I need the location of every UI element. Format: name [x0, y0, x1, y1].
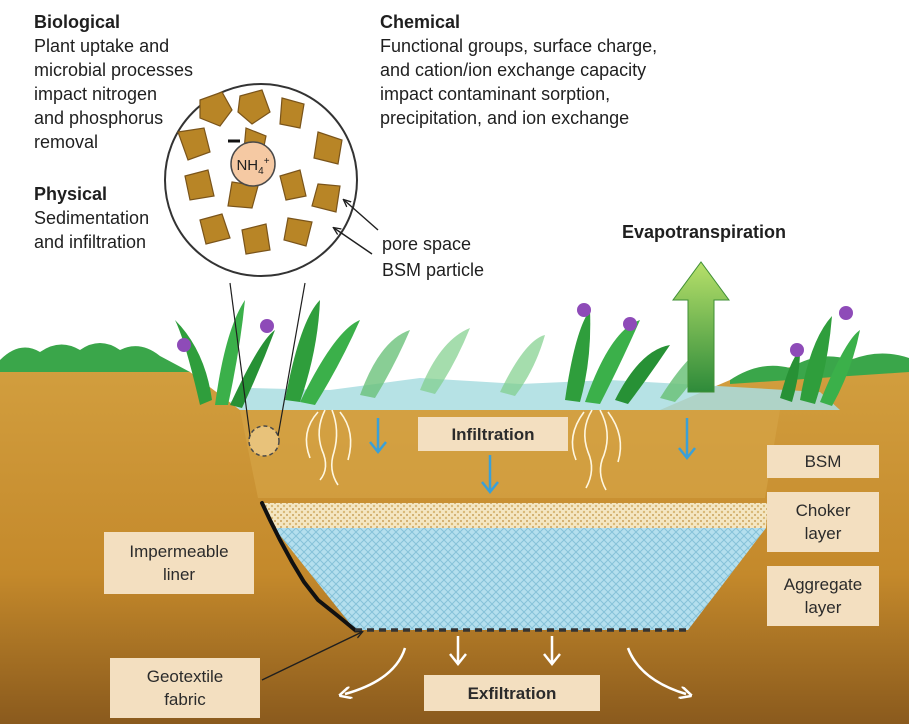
geotextile-fabric-label: Geotextile fabric: [110, 658, 260, 718]
aggregate-layer: [274, 528, 766, 630]
biological-text: Biological Plant uptake and microbial pr…: [34, 10, 193, 154]
chemical-text: Chemical Functional groups, surface char…: [380, 10, 657, 130]
chemical-line: Functional groups, surface charge,: [380, 34, 657, 58]
choker-layer: [262, 503, 768, 528]
liner-line: Impermeable: [129, 540, 228, 563]
biological-line: impact nitrogen: [34, 82, 193, 106]
physical-heading: Physical: [34, 182, 149, 206]
biological-line: Plant uptake and: [34, 34, 193, 58]
geotextile-line: fabric: [164, 688, 206, 711]
physical-line: and infiltration: [34, 230, 149, 254]
liner-line: liner: [163, 563, 195, 586]
chemical-line: precipitation, and ion exchange: [380, 106, 657, 130]
choker-line: Choker: [796, 499, 851, 522]
sample-location-circle: [249, 426, 279, 456]
biological-line: removal: [34, 130, 193, 154]
aggregate-line: layer: [805, 596, 842, 619]
aggregate-layer-label: Aggregate layer: [767, 566, 879, 626]
physical-line: Sedimentation: [34, 206, 149, 230]
chemical-line: and cation/ion exchange capacity: [380, 58, 657, 82]
aggregate-line: Aggregate: [784, 573, 862, 596]
geotextile-line: Geotextile: [147, 665, 224, 688]
infiltration-label: Infiltration: [418, 417, 568, 451]
biological-line: microbial processes: [34, 58, 193, 82]
chemical-line: impact contaminant sorption,: [380, 82, 657, 106]
evapotranspiration-label: Evapotranspiration: [622, 220, 786, 244]
choker-layer-label: Choker layer: [767, 492, 879, 552]
biological-line: and phosphorus: [34, 106, 193, 130]
particle-pointer: [334, 228, 372, 254]
bsm-particle-label: BSM particle: [382, 258, 484, 282]
exfiltration-label: Exfiltration: [424, 675, 600, 711]
biological-heading: Biological: [34, 10, 193, 34]
impermeable-liner-label: Impermeable liner: [104, 532, 254, 594]
choker-line: layer: [805, 522, 842, 545]
chemical-heading: Chemical: [380, 10, 657, 34]
magnified-inset: [165, 84, 357, 276]
bsm-label: BSM: [767, 445, 879, 478]
pore-space-label: pore space: [382, 232, 471, 256]
flowers: [177, 303, 853, 357]
physical-text: Physical Sedimentation and infiltration: [34, 182, 149, 254]
